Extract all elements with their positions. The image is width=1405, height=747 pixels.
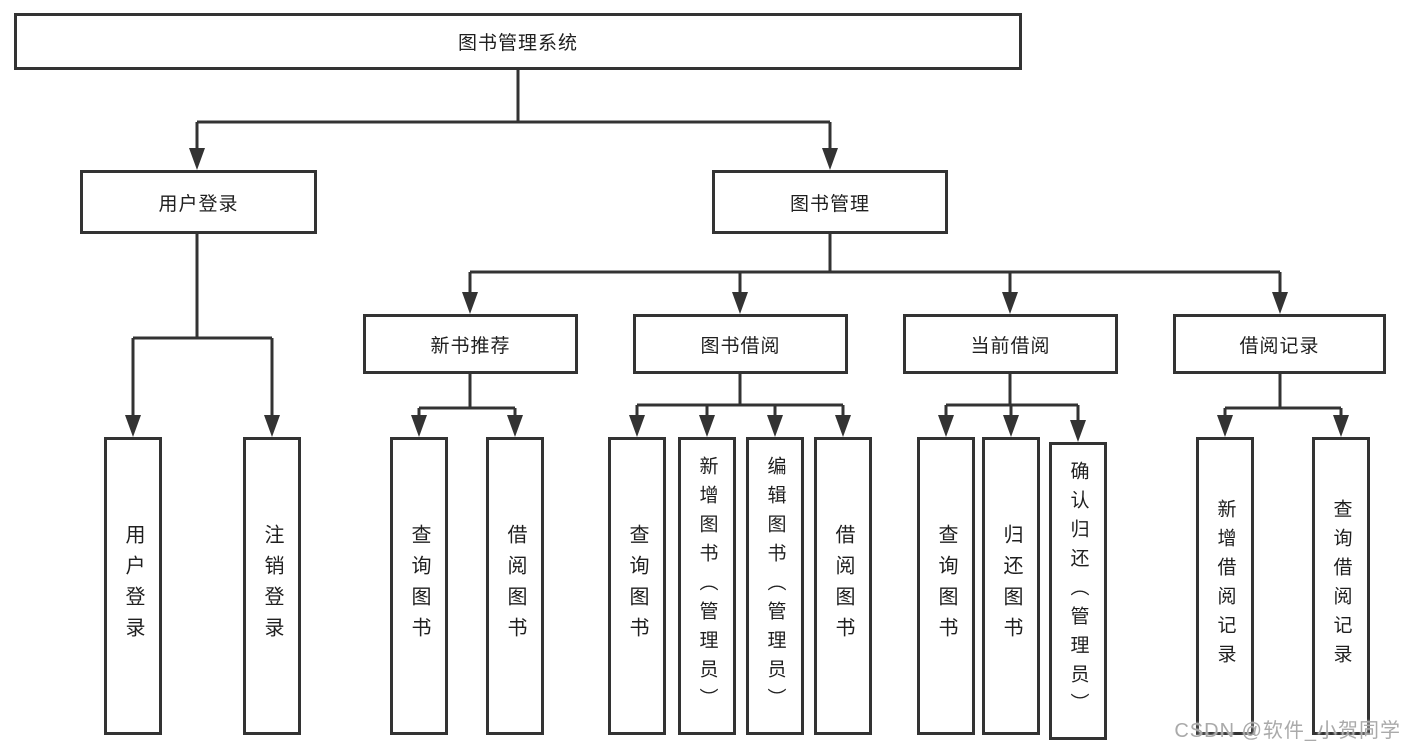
node-current-borrowing: 当前借阅 bbox=[903, 314, 1118, 374]
leaf-borrow-books-recommend: 借阅图书 bbox=[486, 437, 544, 735]
leaf-borrow-books: 借阅图书 bbox=[814, 437, 872, 735]
leaf-query-borrow-record: 查询借阅记录 bbox=[1312, 437, 1370, 735]
leaf-label: 确认归还（管理员） bbox=[1067, 460, 1089, 722]
leaf-add-borrow-record: 新增借阅记录 bbox=[1196, 437, 1254, 735]
leaf-label: 注销登录 bbox=[261, 524, 283, 648]
node-library-management-system: 图书管理系统 bbox=[14, 13, 1022, 70]
node-label: 新书推荐 bbox=[430, 335, 511, 357]
leaf-confirm-return-admin: 确认归还（管理员） bbox=[1049, 442, 1107, 740]
leaf-label: 新增借阅记录 bbox=[1214, 499, 1236, 673]
leaf-edit-books-admin: 编辑图书（管理员） bbox=[746, 437, 804, 735]
node-book-borrowing: 图书借阅 bbox=[633, 314, 848, 374]
leaf-return-books: 归还图书 bbox=[982, 437, 1040, 735]
leaf-logout: 注销登录 bbox=[243, 437, 301, 735]
node-label: 图书管理系统 bbox=[457, 33, 578, 54]
leaf-label: 查询借阅记录 bbox=[1330, 499, 1352, 673]
leaf-label: 新增图书（管理员） bbox=[696, 455, 718, 717]
node-label: 当前借阅 bbox=[970, 335, 1051, 357]
leaf-label: 借阅图书 bbox=[504, 524, 526, 648]
leaf-query-books-recommend: 查询图书 bbox=[390, 437, 448, 735]
leaf-label: 借阅图书 bbox=[832, 524, 854, 648]
leaf-label: 编辑图书（管理员） bbox=[764, 455, 786, 717]
leaf-label: 查询图书 bbox=[408, 524, 430, 648]
node-label: 用户登录 bbox=[158, 193, 239, 215]
leaf-label: 用户登录 bbox=[122, 524, 144, 648]
csdn-watermark: CSDN @软件_小贺同学 bbox=[1174, 720, 1401, 742]
node-label: 借阅记录 bbox=[1239, 335, 1320, 357]
node-borrowing-records: 借阅记录 bbox=[1173, 314, 1386, 374]
node-label: 图书借阅 bbox=[700, 335, 781, 357]
node-label: 图书管理 bbox=[789, 193, 870, 215]
leaf-label: 归还图书 bbox=[1000, 524, 1022, 648]
leaf-query-books-current: 查询图书 bbox=[917, 437, 975, 735]
node-book-management-branch: 图书管理 bbox=[712, 170, 948, 234]
leaf-label: 查询图书 bbox=[935, 524, 957, 648]
node-user-login-branch: 用户登录 bbox=[80, 170, 317, 234]
leaf-query-books-borrowing: 查询图书 bbox=[608, 437, 666, 735]
node-new-book-recommendation: 新书推荐 bbox=[363, 314, 578, 374]
leaf-user-login: 用户登录 bbox=[104, 437, 162, 735]
leaf-add-books-admin: 新增图书（管理员） bbox=[678, 437, 736, 735]
leaf-label: 查询图书 bbox=[626, 524, 648, 648]
